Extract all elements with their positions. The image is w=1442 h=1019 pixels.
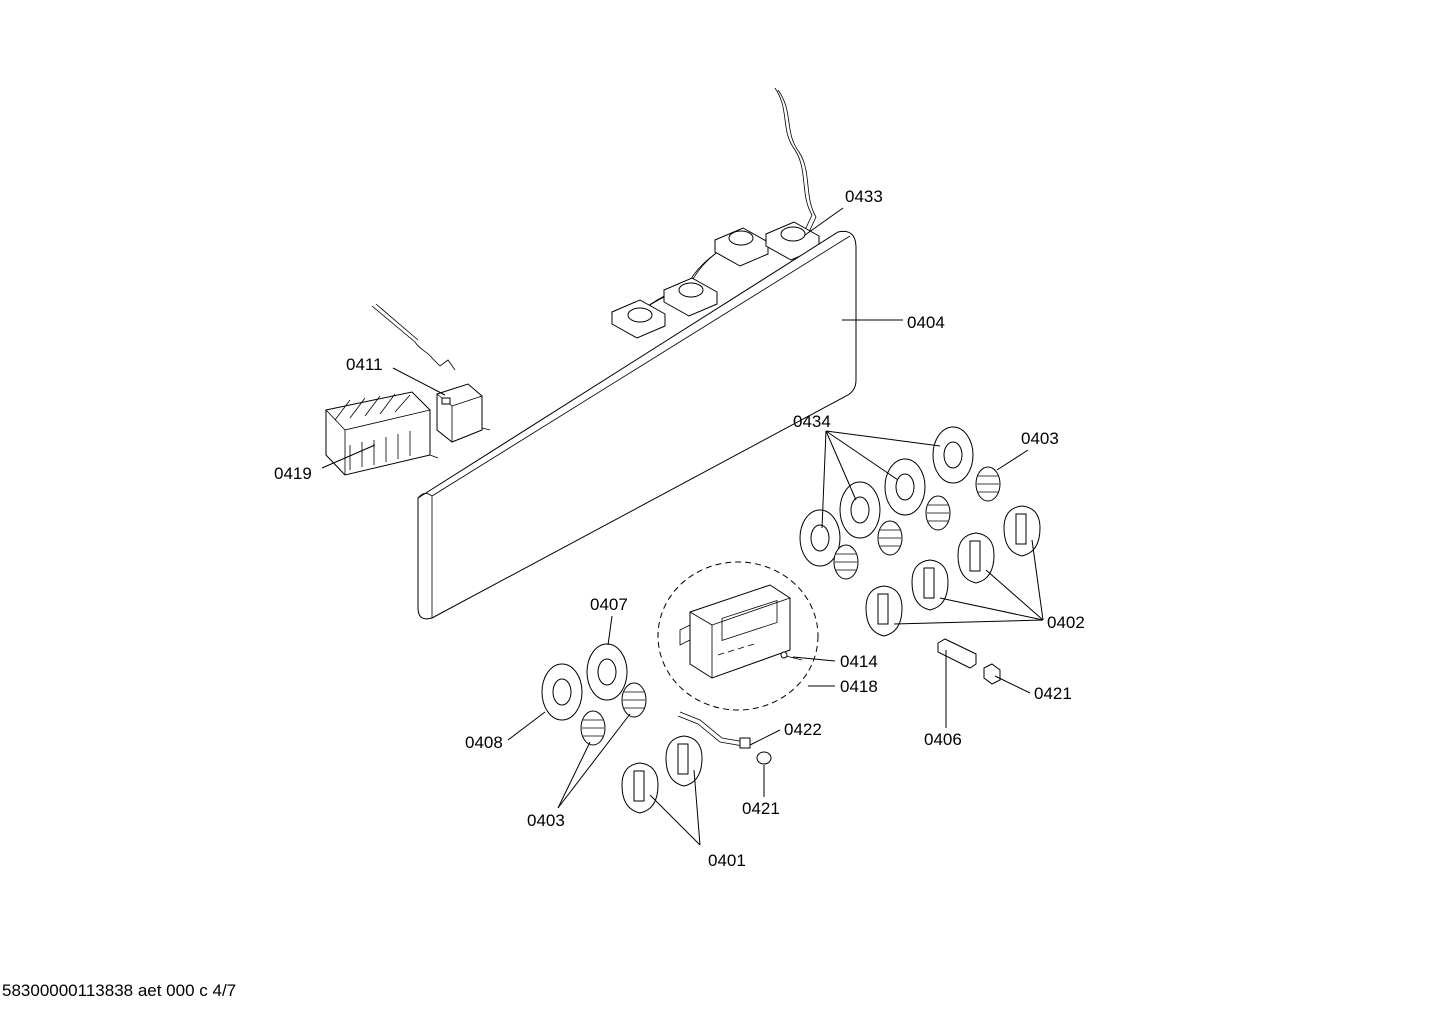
control-knob xyxy=(621,762,659,814)
springs-right xyxy=(833,466,1001,580)
label-0421: 0421 xyxy=(1034,684,1072,703)
knob-disc xyxy=(541,663,583,721)
label-0414: 0414 xyxy=(840,652,878,671)
knob-disc xyxy=(884,458,926,516)
knob-disc xyxy=(932,426,974,484)
knob-discs xyxy=(799,426,974,567)
spring xyxy=(975,466,1001,502)
lamp-wiring xyxy=(677,711,751,749)
label-0434: 0434 xyxy=(793,412,831,431)
spring xyxy=(925,495,951,531)
wiring-harness xyxy=(611,87,820,339)
spring xyxy=(877,520,903,556)
lamp-holder xyxy=(983,663,1001,685)
control-knob xyxy=(665,735,703,787)
mounting-rail xyxy=(937,638,977,669)
label-0407: 0407 xyxy=(590,595,628,614)
spring xyxy=(580,710,606,746)
lamp-holder xyxy=(756,751,772,765)
timer-module xyxy=(657,561,819,711)
label-0403: 0403 xyxy=(1021,429,1059,448)
control-knobs-left xyxy=(621,735,703,814)
knob-disc xyxy=(839,481,881,539)
label-0403: 0403 xyxy=(527,811,565,830)
spring xyxy=(833,544,859,580)
label-0406: 0406 xyxy=(924,730,962,749)
label-0408: 0408 xyxy=(465,733,503,752)
label-0401: 0401 xyxy=(708,851,746,870)
label-0433: 0433 xyxy=(845,187,883,206)
knob-disc xyxy=(586,643,628,701)
document-id: 58300000113838 aet 000 c 4/7 xyxy=(2,981,237,1000)
label-0404: 0404 xyxy=(907,313,945,332)
control-knob xyxy=(1003,505,1041,557)
label-0411: 0411 xyxy=(346,355,383,374)
spring xyxy=(621,682,647,718)
label-0418: 0418 xyxy=(840,677,878,696)
knob-discs-left xyxy=(541,643,628,721)
switch-block xyxy=(714,227,769,267)
control-knobs-right xyxy=(865,505,1041,637)
switch-block xyxy=(611,299,666,339)
selector-switch xyxy=(325,391,439,476)
control-knob xyxy=(865,585,903,637)
knob-disc xyxy=(799,509,841,567)
springs-left xyxy=(580,682,647,746)
control-knob xyxy=(911,559,949,611)
pushbutton xyxy=(780,651,803,661)
part-labels: 0433 0404 0411 0419 0434 0403 0402 0407 … xyxy=(274,187,1085,870)
label-0402: 0402 xyxy=(1047,613,1085,632)
switch-block xyxy=(663,277,718,317)
leader-lines xyxy=(321,207,1044,846)
control-panel xyxy=(417,230,857,620)
thermostat xyxy=(371,303,491,443)
label-0419: 0419 xyxy=(274,464,312,483)
control-knob xyxy=(957,532,995,584)
label-0422: 0422 xyxy=(784,720,822,739)
label-0421: 0421 xyxy=(742,799,780,818)
